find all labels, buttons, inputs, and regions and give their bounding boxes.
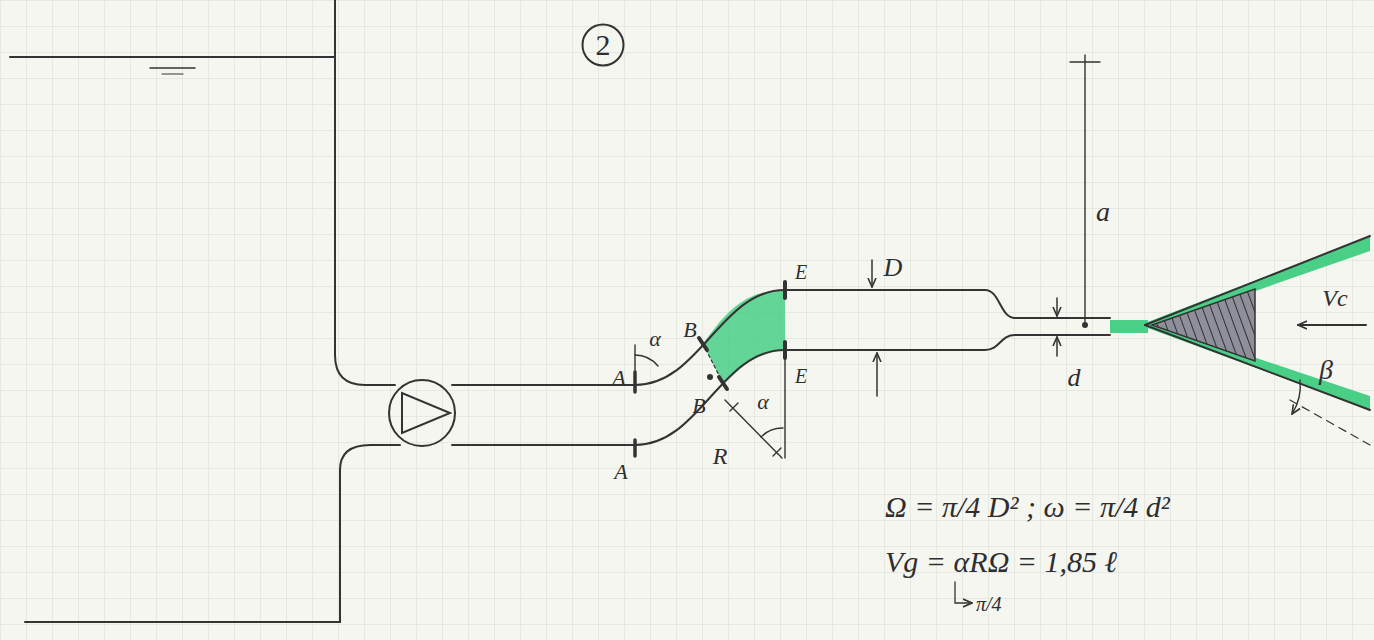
angle-arc xyxy=(1292,380,1300,414)
pipe-wall xyxy=(785,335,1110,350)
pipe-bend xyxy=(635,290,785,385)
dimension-label: A xyxy=(612,367,625,389)
dimension-label: E xyxy=(795,262,807,282)
jet-film xyxy=(1145,323,1370,410)
tank-wall xyxy=(25,445,400,622)
dimension-label: A xyxy=(614,461,627,483)
callout-number: 2 xyxy=(596,30,611,60)
reference-line xyxy=(634,345,635,372)
dimension-label: d xyxy=(1068,365,1081,391)
dimension-tick xyxy=(773,448,781,456)
dimension-arrow xyxy=(871,260,873,287)
cone-body xyxy=(1152,289,1255,361)
dimension-label: α xyxy=(757,391,769,413)
pump-symbol xyxy=(389,380,455,446)
dimension-label: β xyxy=(1319,356,1333,384)
hook-arrow xyxy=(955,582,972,603)
dimension-arrow xyxy=(1056,337,1058,356)
pump-symbol xyxy=(402,393,450,433)
dimension-label: R xyxy=(713,444,728,468)
section-line xyxy=(703,344,723,383)
pipe-wall xyxy=(452,444,635,446)
jet xyxy=(1110,320,1148,333)
center-dot xyxy=(707,374,713,380)
section-mark xyxy=(633,372,637,392)
circle-outline xyxy=(583,25,624,66)
tank-wall xyxy=(335,0,395,385)
section-mark xyxy=(633,440,637,456)
dimension-label: E xyxy=(795,366,807,386)
cone-wall xyxy=(1145,325,1370,410)
pipe-bend xyxy=(635,350,785,445)
dimension-dot xyxy=(1082,322,1088,328)
cone-wall xyxy=(1145,236,1370,325)
formula: Vg = αRΩ = 1,85 ℓ xyxy=(885,547,1117,577)
dimension-label: a xyxy=(1096,198,1110,226)
angle-arc xyxy=(635,355,658,366)
pipe-wall xyxy=(785,290,1110,318)
callout-circle: 2 xyxy=(581,23,625,67)
pipe-wall xyxy=(452,384,635,386)
formula: Ω = π/4 D² ; ω = π/4 d² xyxy=(885,492,1170,522)
water-symbol xyxy=(162,73,183,74)
jet-film xyxy=(1145,236,1370,327)
dimension-label: π/4 xyxy=(976,594,1002,614)
reference-line xyxy=(1290,400,1370,445)
dimension-label: Vc xyxy=(1322,286,1347,310)
dimension-label: α xyxy=(649,328,661,350)
dimension-label: B xyxy=(683,319,696,341)
radius-line xyxy=(725,400,782,458)
angle-arc xyxy=(761,428,783,437)
water-surface xyxy=(10,56,335,58)
dimension-line xyxy=(1084,55,1085,325)
reference-line xyxy=(784,358,785,458)
velocity-arrow xyxy=(1298,324,1366,326)
dimension-tick xyxy=(1070,61,1100,62)
dimension-arrow xyxy=(1056,298,1058,316)
dimension-label: D xyxy=(884,255,903,281)
dimension-tick xyxy=(730,403,738,411)
dimension-label: B xyxy=(692,395,705,417)
dimension-arrow xyxy=(876,353,878,396)
water-symbol xyxy=(150,67,195,69)
